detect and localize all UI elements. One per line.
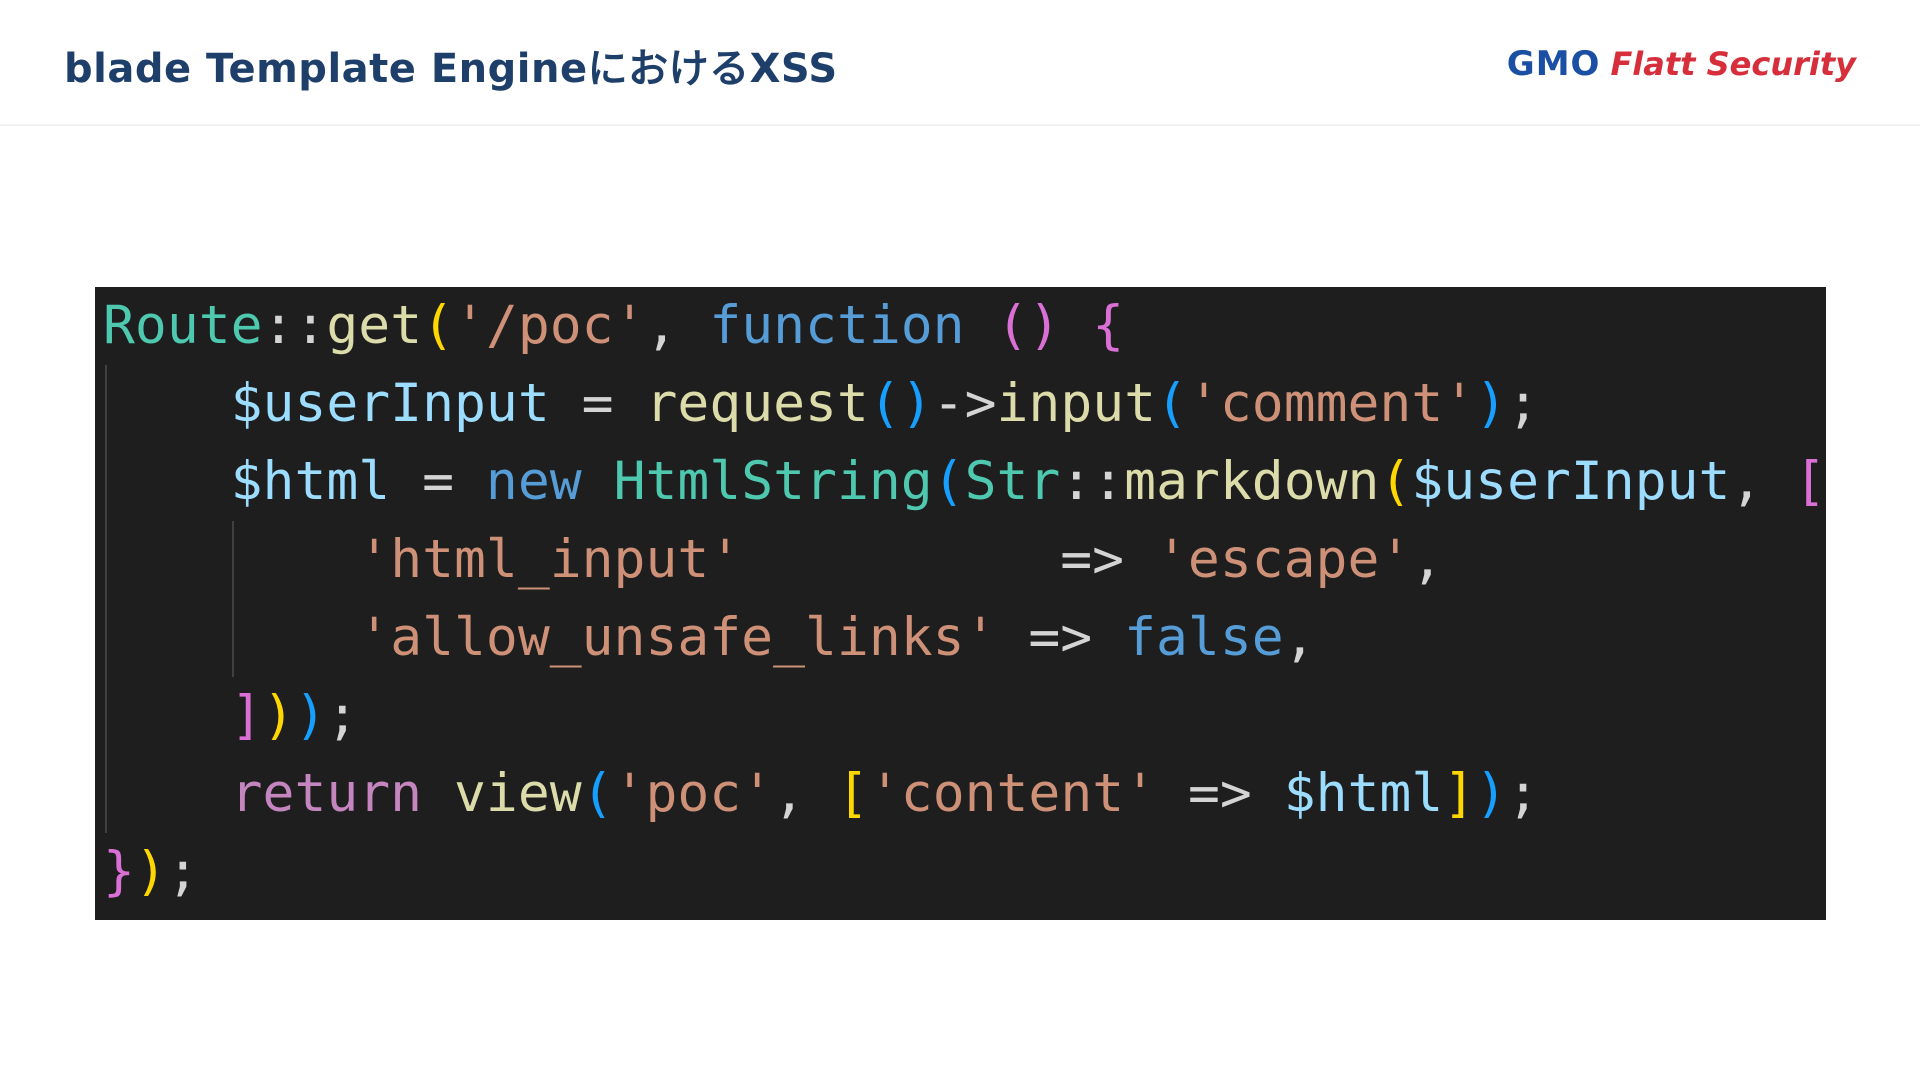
- code-token: ): [294, 685, 327, 746]
- code-token: ,: [773, 763, 837, 824]
- code-line: });: [103, 833, 199, 911]
- code-token: (): [996, 295, 1061, 356]
- code-token: [582, 451, 614, 512]
- code-token: [965, 295, 997, 356]
- code-token: [103, 529, 358, 590]
- code-token: markdown: [1124, 451, 1380, 512]
- code-token: 'escape': [1156, 529, 1412, 590]
- code-token: ]: [1443, 763, 1476, 824]
- slide-header: blade Template EngineにおけるXSS GMO Flatt S…: [0, 0, 1920, 126]
- code-token: [: [1794, 451, 1826, 512]
- code-token: ,: [1730, 451, 1795, 512]
- code-token: [103, 451, 231, 512]
- code-token: get: [326, 295, 423, 356]
- code-token: 'content': [868, 763, 1157, 824]
- indent-guide-nested: [232, 521, 234, 677]
- code-token: 'allow_unsafe_links': [358, 607, 997, 668]
- slide-title: blade Template EngineにおけるXSS: [64, 46, 838, 92]
- code-token: [1060, 295, 1092, 356]
- code-token: new: [485, 451, 582, 512]
- code-token: [422, 763, 454, 824]
- code-token: ): [1475, 763, 1508, 824]
- code-token: ,: [1283, 607, 1316, 668]
- code-token: (: [1156, 373, 1188, 434]
- code-line: 'html_input' => 'escape',: [103, 521, 1443, 599]
- code-token: $userInput: [230, 373, 550, 434]
- code-token: ]: [230, 685, 263, 746]
- code-token: ): [134, 841, 167, 902]
- code-line: return view('poc', ['content' => $html])…: [103, 755, 1539, 833]
- code-token: (: [422, 295, 455, 356]
- code-token: 'html_input': [358, 529, 742, 590]
- code-token: [103, 685, 231, 746]
- code-line: 'allow_unsafe_links' => false,: [103, 599, 1316, 677]
- code-token: input: [996, 373, 1157, 434]
- code-token: Route: [103, 295, 263, 356]
- code-token: =>: [996, 607, 1125, 668]
- code-token: '/poc': [454, 295, 646, 356]
- company-logo: GMO Flatt Security: [1507, 42, 1856, 86]
- code-token: 'comment': [1187, 373, 1476, 434]
- code-line: Route::get('/poc', function () {: [103, 287, 1124, 365]
- code-token: view: [454, 763, 582, 824]
- logo-gmo-text: GMO: [1506, 44, 1601, 84]
- code-token: ::: [262, 295, 327, 356]
- code-token: HtmlString: [613, 451, 933, 512]
- code-token: [103, 607, 358, 668]
- code-token: =>: [741, 529, 1157, 590]
- code-token: =: [549, 373, 646, 434]
- code-token: Str: [964, 451, 1061, 512]
- code-token: }: [103, 841, 135, 902]
- code-token: [: [836, 763, 869, 824]
- code-token: ::: [1060, 451, 1125, 512]
- code-token: [103, 373, 231, 434]
- code-token: ,: [645, 295, 710, 356]
- code-token: [103, 763, 231, 824]
- code-token: ;: [1507, 763, 1540, 824]
- code-token: $html: [1283, 763, 1444, 824]
- code-line: ]));: [103, 677, 359, 755]
- code-token: =>: [1156, 763, 1284, 824]
- code-token: ): [1475, 373, 1508, 434]
- code-token: ->: [932, 373, 997, 434]
- code-snippet: Route::get('/poc', function () { $userIn…: [95, 287, 1826, 920]
- code-line: $userInput = request()->input('comment')…: [103, 365, 1539, 443]
- code-token: request: [645, 373, 869, 434]
- code-token: ;: [166, 841, 199, 902]
- code-token: false: [1124, 607, 1284, 668]
- code-token: ;: [326, 685, 359, 746]
- code-line: $html = new HtmlString(Str::markdown($us…: [103, 443, 1826, 521]
- code-token: 'poc': [613, 763, 774, 824]
- code-token: (: [1379, 451, 1412, 512]
- code-token: ;: [1507, 373, 1539, 434]
- code-token: $userInput: [1411, 451, 1731, 512]
- code-token: (: [932, 451, 965, 512]
- code-token: return: [230, 763, 423, 824]
- code-token: (): [868, 373, 933, 434]
- code-token: (: [581, 763, 614, 824]
- code-token: ,: [1411, 529, 1444, 590]
- code-token: ): [262, 685, 295, 746]
- code-token: {: [1092, 295, 1125, 356]
- logo-flatt-text: Flatt Security: [1610, 45, 1856, 83]
- code-token: function: [709, 295, 965, 356]
- code-token: =: [390, 451, 486, 512]
- code-token: $html: [230, 451, 391, 512]
- indent-guide: [105, 365, 107, 833]
